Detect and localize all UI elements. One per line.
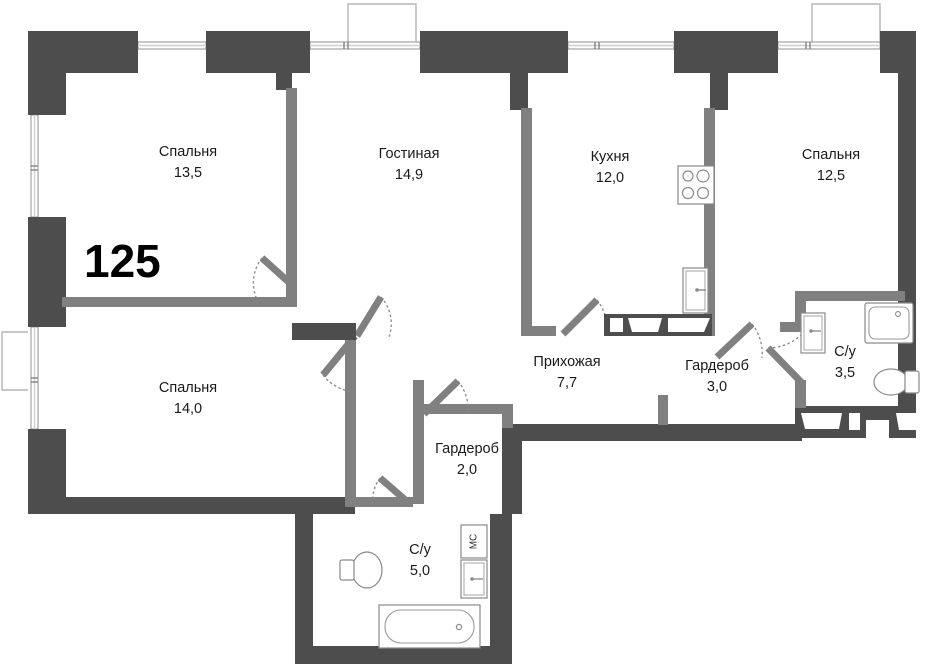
window-left-1 xyxy=(30,114,39,218)
washing-machine-icon xyxy=(460,524,488,559)
bathroom-bottom-fixtures xyxy=(313,524,488,649)
door-bathroom-right xyxy=(765,333,805,386)
window-top-1 xyxy=(137,41,207,50)
balcony-outlines xyxy=(1,3,881,391)
door-kitchen xyxy=(560,297,608,337)
door-bathroom-bottom xyxy=(371,475,413,507)
sink-icon-bottom xyxy=(460,559,488,599)
window-top-2 xyxy=(309,41,421,50)
interior-walls xyxy=(62,88,905,507)
door-bedroom-top-left xyxy=(252,255,295,298)
window-left-2 xyxy=(30,326,39,430)
shower-tray-icon xyxy=(864,302,914,344)
misc-wall-details xyxy=(292,323,356,340)
doors xyxy=(252,255,805,507)
window-top-4 xyxy=(777,41,881,50)
door-bedroom-bottom-left xyxy=(320,333,358,393)
door-living-room xyxy=(354,295,392,338)
window-top-3 xyxy=(567,41,675,50)
refrigerator-icon xyxy=(682,267,709,314)
kitchen-counter-icon xyxy=(604,314,712,336)
bathroom-right-fixtures xyxy=(800,302,920,438)
door-wardrobe-small xyxy=(421,378,469,417)
bathroom-bottom-niche-cutouts xyxy=(313,553,338,646)
toilet-icon xyxy=(873,368,920,396)
kitchen-fixtures xyxy=(604,165,715,336)
door-wardrobe-large xyxy=(714,321,763,360)
sink-icon xyxy=(800,312,826,354)
washing-machine-label: MC xyxy=(468,533,480,550)
bathroom-right-cabinet-cutouts xyxy=(801,413,916,438)
apartment-number: 125 xyxy=(84,235,161,287)
stove-icon xyxy=(677,165,715,205)
toilet-icon-bottom xyxy=(339,551,383,589)
bathtub-icon xyxy=(378,604,481,649)
